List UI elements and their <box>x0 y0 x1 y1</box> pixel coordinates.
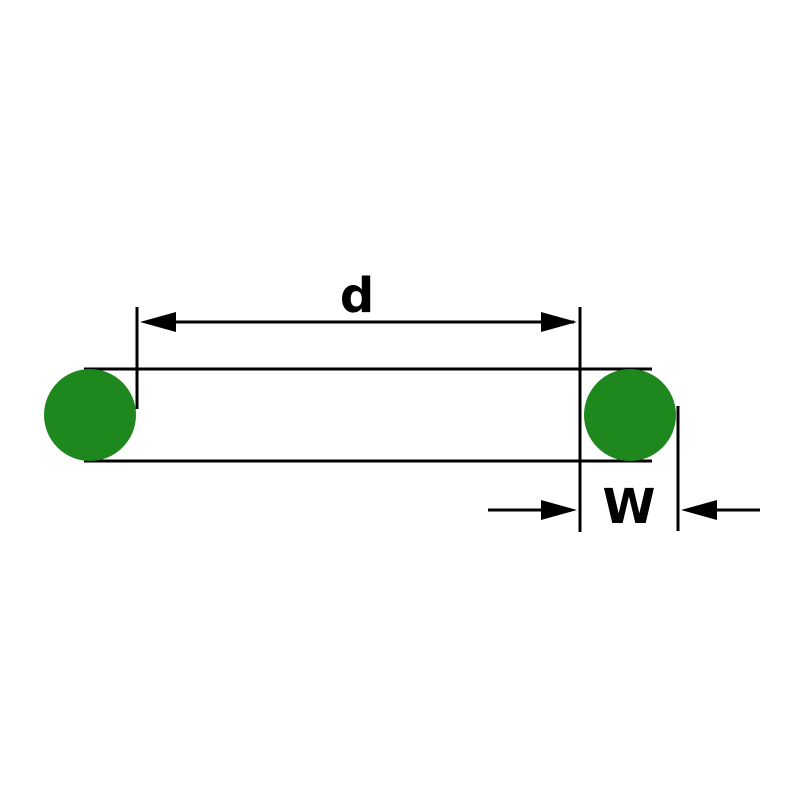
o-ring-profile <box>44 367 676 463</box>
inner-diameter-label: d <box>340 268 374 324</box>
o-ring-cross-section-right <box>584 369 676 461</box>
cross-section-arrowhead-left <box>541 500 577 520</box>
cross-section-width-label: W <box>603 479 656 535</box>
cross-section-arrowhead-right <box>681 500 717 520</box>
o-ring-cross-section-left <box>44 369 136 461</box>
inner-diameter-arrowhead-right <box>541 312 577 332</box>
cross-section-width-dimension: W <box>488 406 760 535</box>
inner-diameter-dimension: d <box>135 268 582 532</box>
inner-diameter-arrowhead-left <box>140 312 176 332</box>
